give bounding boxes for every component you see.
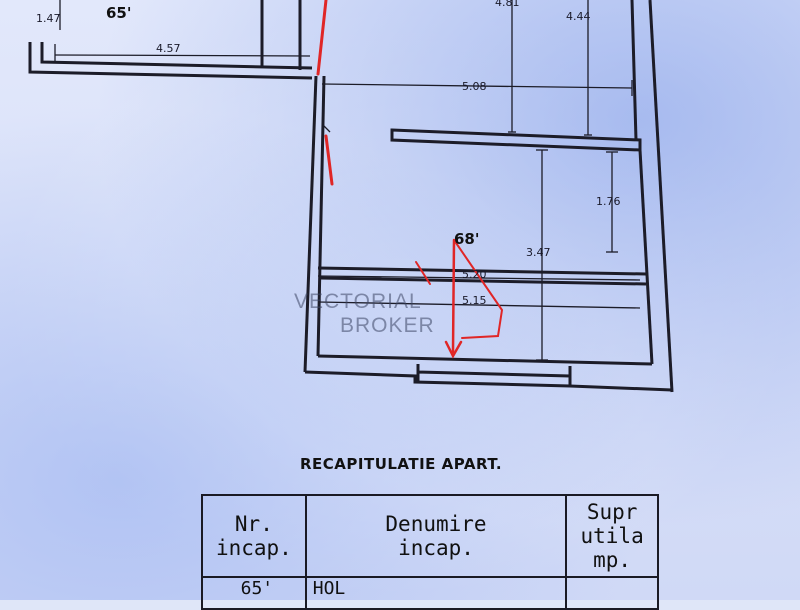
dim-4-81: 4.81 [495,0,520,9]
recap-header-row: Nr. incap. Denumire incap. Supr utila mp… [201,494,659,578]
wall-center-vertical-inner [316,75,326,357]
wall-bottom-inner [317,354,653,366]
cell-name: HOL [304,576,568,610]
watermark-line1: VECTORIAL [294,290,422,313]
wall-right-outer [648,0,674,393]
header-denumire: Denumire incap. [304,494,568,578]
window-sill [416,364,572,386]
wall-room68-right [638,149,654,365]
wall-top-left-inner [40,42,313,70]
wall-bottom-outer [304,370,673,392]
red-mark-mid [324,134,334,186]
red-marker-box [453,239,504,339]
dim-5-15: 5.15 [462,294,487,307]
dim-4-57: 4.57 [156,42,181,55]
dim-4-44: 4.44 [566,10,591,23]
wall-top-upper [260,0,302,70]
cell-area [565,576,659,610]
dim-1-47: 1.47 [36,12,61,25]
red-tick [415,261,431,285]
room-label-68: 68' [454,230,479,248]
dim-3-47: 3.47 [526,246,551,259]
recap-table: Nr. incap. Denumire incap. Supr utila mp… [201,494,659,610]
room-label-65: 65' [106,4,131,22]
wall-right-inner [630,0,638,141]
dim-1-76: 1.76 [596,195,621,208]
red-arrow-shaft [451,238,456,354]
wall-center-vertical [303,75,318,373]
wall-top-left [28,42,313,80]
red-arrow-head [444,340,463,359]
header-nr: Nr. incap. [201,494,307,578]
header-suprafata: Supr utila mp. [565,494,659,578]
table-row: 65' HOL [201,576,659,610]
wall-room68-top [390,128,642,152]
dim-5-20: 5.20 [462,268,487,281]
dim-5-08: 5.08 [462,80,487,93]
red-mark-top [316,0,328,76]
recap-title: RECAPITULATIE APART. [299,455,503,473]
watermark-line2: BROKER [340,314,435,337]
cell-nr: 65' [201,576,307,610]
